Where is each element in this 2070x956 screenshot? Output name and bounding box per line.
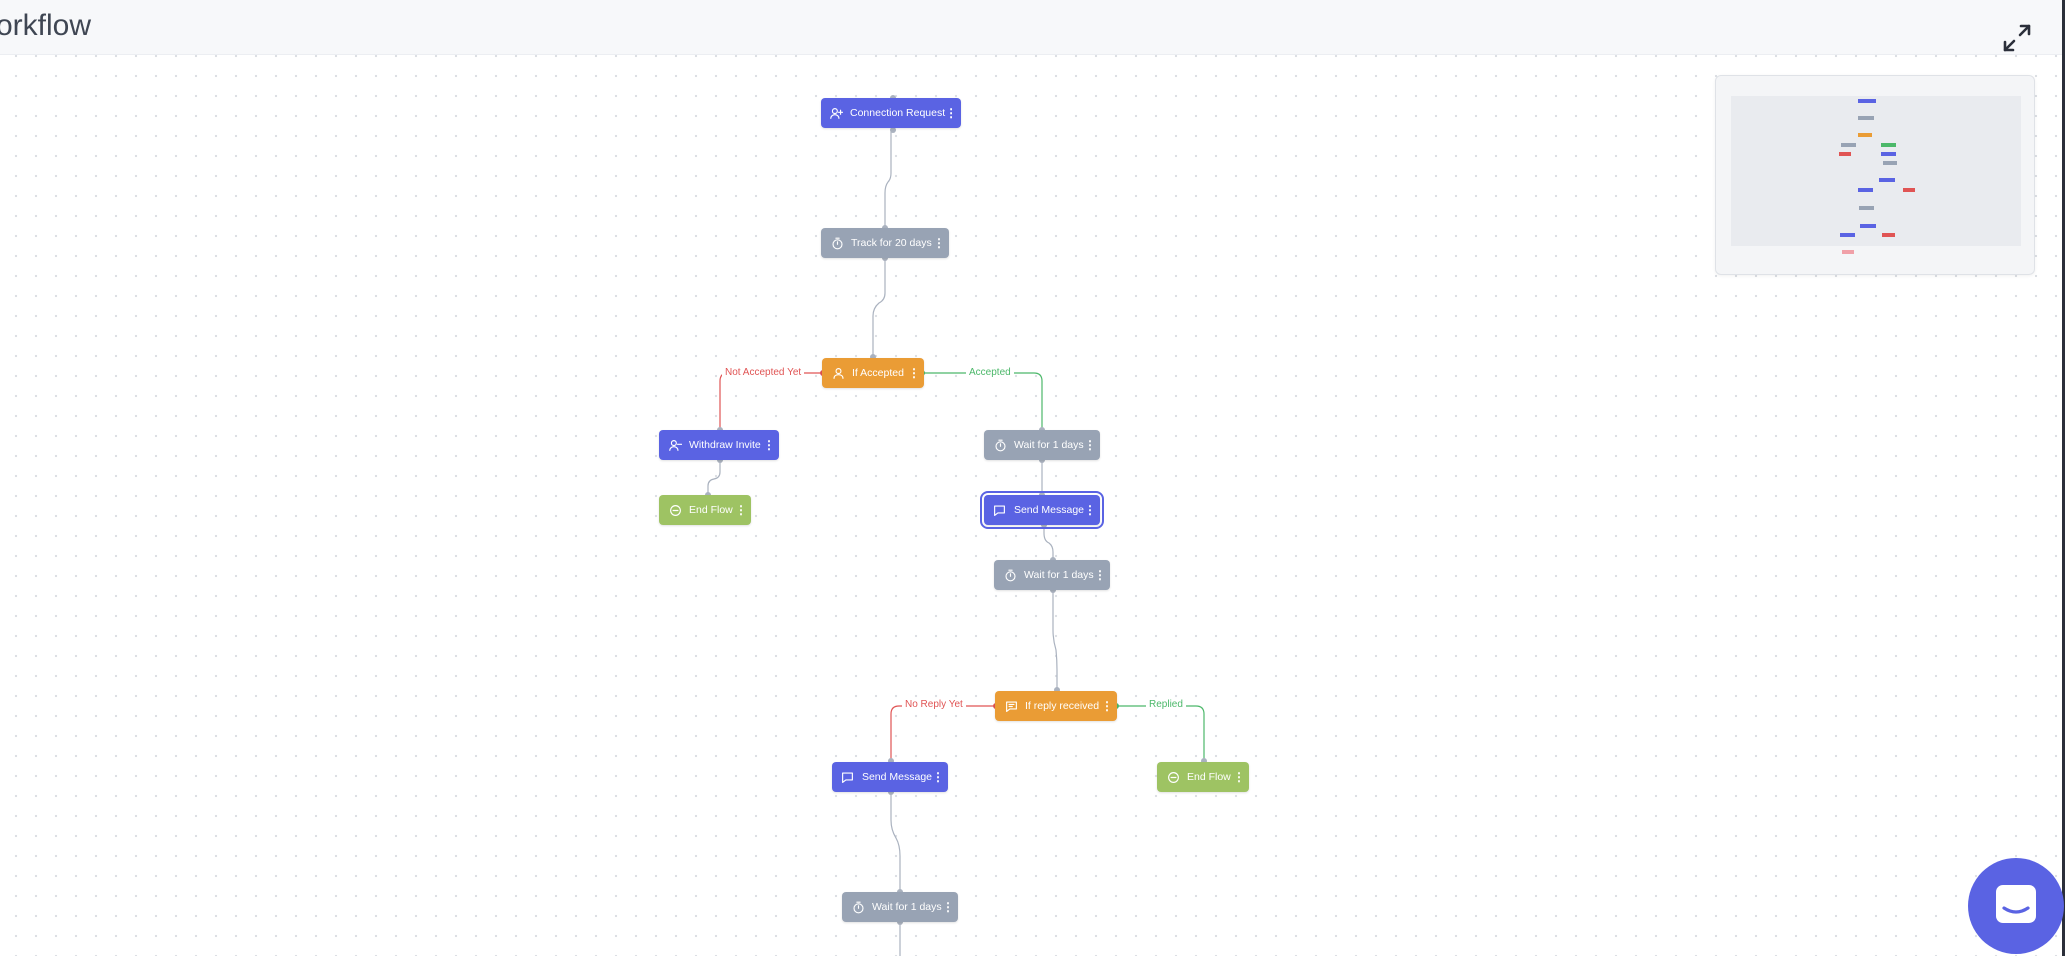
minimap-node: [1882, 233, 1895, 237]
edge-send-to-wait: [1043, 525, 1054, 560]
node-label: End Flow: [689, 504, 733, 516]
edge-label-no-reply: No Reply Yet: [902, 698, 966, 711]
minimap-node: [1860, 224, 1876, 228]
node-label: Wait for 1 days: [1024, 569, 1094, 581]
node-label: Wait for 1 days: [872, 901, 942, 913]
node-if-reply-received[interactable]: If reply received ⋮: [995, 691, 1117, 721]
edge-connection-to-track: [884, 130, 892, 228]
node-label: If reply received: [1025, 700, 1100, 712]
more-menu-icon[interactable]: ⋮: [735, 503, 747, 517]
timer-icon: [830, 236, 844, 250]
minimap[interactable]: [1715, 75, 2035, 275]
timer-icon: [851, 900, 865, 914]
more-menu-icon[interactable]: ⋮: [942, 900, 954, 914]
more-menu-icon[interactable]: ⋮: [1084, 438, 1096, 452]
minimap-node: [1858, 116, 1874, 120]
chat-launcher-button[interactable]: [1968, 858, 2064, 954]
user-minus-icon: [668, 438, 682, 452]
node-label: Track for 20 days: [851, 237, 932, 249]
edge-not-accepted: [719, 372, 822, 430]
more-menu-icon[interactable]: ⋮: [1101, 699, 1113, 713]
minimap-node: [1903, 188, 1915, 192]
minimap-node: [1842, 250, 1854, 254]
minimap-node: [1858, 188, 1873, 192]
minimap-node: [1881, 143, 1896, 147]
minus-circle-icon: [668, 503, 682, 517]
edge-no-reply: [890, 705, 996, 761]
more-menu-icon[interactable]: ⋮: [933, 236, 945, 250]
more-menu-icon[interactable]: ⋮: [932, 770, 944, 784]
node-send-message-selected[interactable]: Send Message ⋮: [980, 491, 1104, 529]
more-menu-icon[interactable]: ⋮: [1094, 568, 1106, 582]
more-menu-icon[interactable]: ⋮: [1084, 503, 1096, 517]
node-label: End Flow: [1187, 771, 1231, 783]
node-label: Connection Request: [850, 107, 946, 119]
edge-withdraw-to-end: [707, 460, 721, 495]
chat-bubble-icon: [1996, 885, 2036, 923]
edge-label-replied: Replied: [1146, 698, 1186, 711]
page-title: orkflow: [0, 9, 92, 42]
node-label: Withdraw Invite: [689, 439, 761, 451]
edge-replied: [1116, 705, 1205, 761]
minimap-node: [1879, 178, 1895, 182]
minimap-node: [1858, 99, 1876, 103]
minimap-node: [1839, 152, 1851, 156]
node-label: Send Message: [861, 771, 932, 783]
node-send-message[interactable]: Send Message ⋮: [832, 762, 948, 792]
node-withdraw-invite[interactable]: Withdraw Invite ⋮: [659, 430, 779, 460]
user-icon: [831, 366, 845, 380]
expand-icon[interactable]: [2001, 22, 2033, 54]
node-end-flow[interactable]: End Flow ⋮: [659, 495, 751, 525]
node-connection-request[interactable]: Connection Request ⋮: [821, 98, 961, 128]
node-track-for-days[interactable]: Track for 20 days ⋮: [821, 228, 949, 258]
more-menu-icon[interactable]: ⋮: [1233, 770, 1245, 784]
chat-icon: [1004, 699, 1018, 713]
node-label: Send Message: [1013, 504, 1084, 516]
node-wait-for-days[interactable]: Wait for 1 days ⋮: [842, 892, 958, 922]
minimap-node: [1859, 206, 1874, 210]
message-icon: [993, 503, 1007, 517]
minimap-node: [1881, 152, 1896, 156]
edge-accepted: [922, 372, 1043, 430]
user-plus-icon: [830, 106, 843, 120]
window-edge: [2062, 0, 2065, 956]
edge-wait-to-ifreply: [1052, 590, 1058, 690]
minimap-node: [1841, 143, 1856, 147]
node-if-accepted[interactable]: If Accepted ⋮: [822, 358, 924, 388]
minimap-node: [1883, 161, 1897, 165]
more-menu-icon[interactable]: ⋮: [908, 366, 920, 380]
minimap-viewport[interactable]: [1731, 96, 2021, 254]
message-icon: [841, 770, 855, 784]
minimap-node: [1840, 233, 1855, 237]
edge-send-to-wait-bottom: [890, 792, 901, 892]
more-menu-icon[interactable]: ⋮: [763, 438, 775, 452]
minus-circle-icon: [1166, 770, 1180, 784]
more-menu-icon[interactable]: ⋮: [945, 106, 958, 120]
node-end-flow[interactable]: End Flow ⋮: [1157, 762, 1249, 792]
minimap-node: [1858, 133, 1872, 137]
edge-label-accepted: Accepted: [966, 366, 1014, 379]
timer-icon: [993, 438, 1007, 452]
edge-label-not-accepted: Not Accepted Yet: [722, 366, 805, 379]
node-wait-for-days[interactable]: Wait for 1 days ⋮: [984, 430, 1100, 460]
node-label: If Accepted: [852, 367, 904, 379]
node-wait-for-days[interactable]: Wait for 1 days ⋮: [994, 560, 1110, 590]
node-label: Wait for 1 days: [1014, 439, 1084, 451]
edge-track-to-ifaccepted: [872, 258, 886, 357]
timer-icon: [1003, 568, 1017, 582]
page-header: orkflow: [0, 0, 2062, 55]
